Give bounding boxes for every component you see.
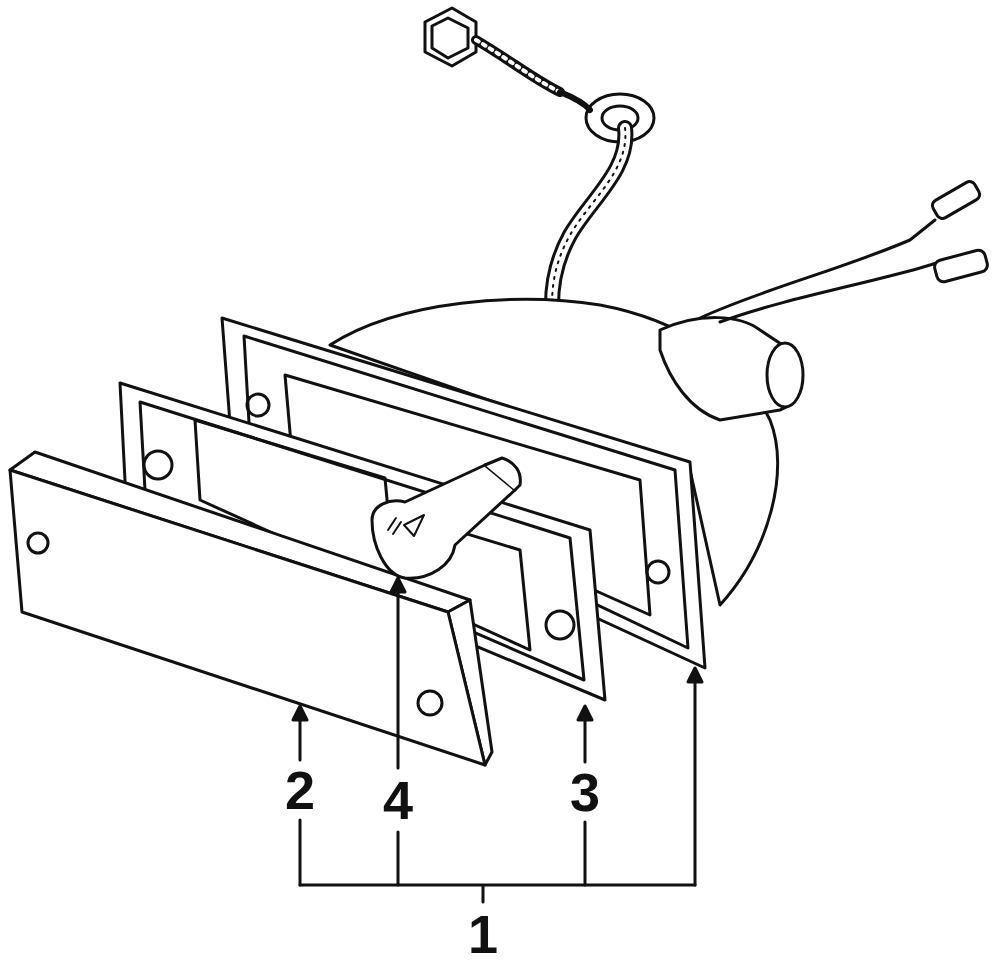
connector-plug <box>425 8 560 92</box>
callout-number: 4 <box>383 773 413 827</box>
callout-number: 1 <box>468 907 498 961</box>
wire-harness <box>552 128 625 305</box>
bulb-socket <box>660 179 989 420</box>
callout-number: 2 <box>285 763 315 817</box>
callout-number: 3 <box>570 765 600 819</box>
grommet <box>560 92 654 142</box>
leader-lines <box>293 578 702 902</box>
bulb <box>372 458 520 578</box>
